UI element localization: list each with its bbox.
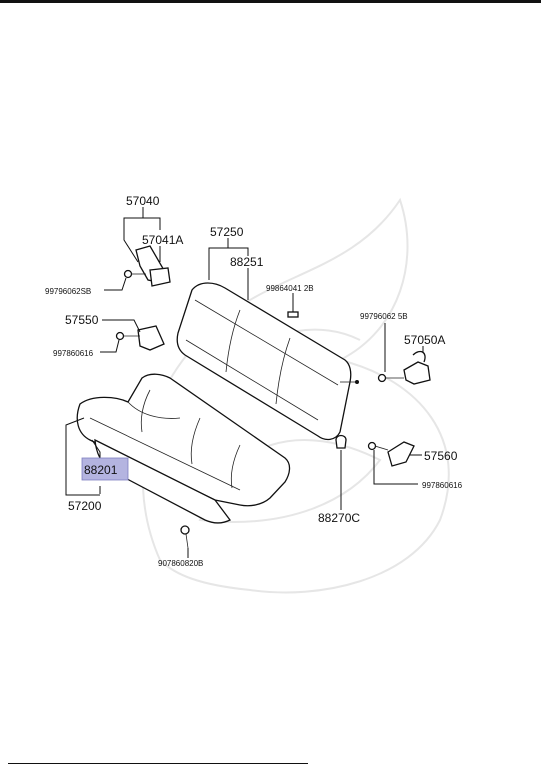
label-997860616-right[interactable]: 997860616 xyxy=(422,481,463,490)
bolt-998640412B xyxy=(287,311,299,318)
label-997960625B[interactable]: 99796062 5B xyxy=(360,312,408,321)
bracket-57050A xyxy=(377,350,431,385)
label-88270C[interactable]: 88270C xyxy=(318,511,360,525)
label-997860616-left[interactable]: 997860616 xyxy=(53,349,94,358)
label-907860820B[interactable]: 907860820B xyxy=(158,559,203,568)
leader-lines xyxy=(65,207,424,558)
label-57200[interactable]: 57200 xyxy=(68,499,102,513)
top-rule xyxy=(0,0,541,3)
label-57550[interactable]: 57550 xyxy=(65,313,99,327)
label-57040[interactable]: 57040 xyxy=(126,194,160,208)
bottom-rule xyxy=(8,763,308,764)
label-998640412B[interactable]: 99864041 2B xyxy=(266,284,314,293)
label-57041A[interactable]: 57041A xyxy=(142,233,183,247)
label-99796062SB[interactable]: 99796062SB xyxy=(45,287,91,296)
label-57250[interactable]: 57250 xyxy=(210,225,244,239)
bolt-907860820B xyxy=(180,525,190,549)
hinge-bracket-upper xyxy=(123,245,171,287)
highlight-88201 xyxy=(81,457,129,481)
clip-88270C xyxy=(335,434,347,449)
label-88251[interactable]: 88251 xyxy=(230,255,264,269)
seat-cushion xyxy=(76,373,291,524)
bracket-57560 xyxy=(367,441,415,467)
label-57560[interactable]: 57560 xyxy=(424,449,458,463)
label-88201[interactable]: 88201 xyxy=(84,463,118,477)
seat-back xyxy=(176,282,359,441)
callout-labels: 57040 57041A 99796062SB 57250 88251 9986… xyxy=(45,194,463,568)
bracket-57550 xyxy=(115,325,165,351)
label-57050A[interactable]: 57050A xyxy=(404,333,445,347)
